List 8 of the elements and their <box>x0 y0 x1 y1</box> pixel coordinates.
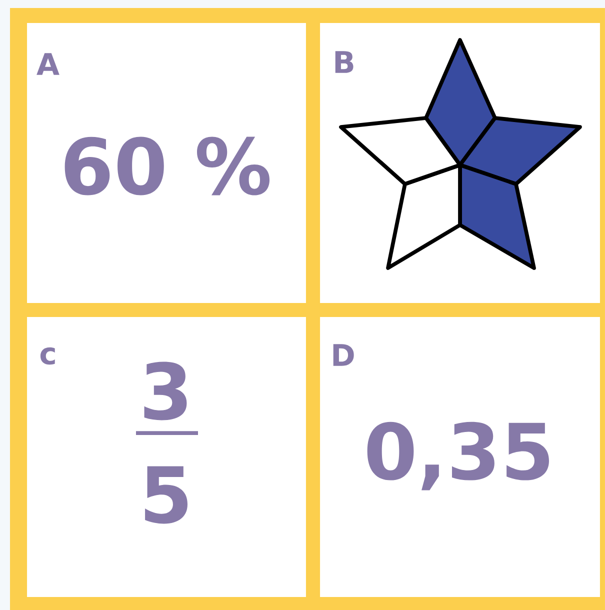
value-text: 60 % <box>64 136 270 196</box>
cell-letter: D <box>333 344 354 366</box>
cell-letter: c <box>40 347 55 365</box>
value-text: 5 <box>145 466 188 524</box>
value-text: 3 <box>144 362 187 420</box>
value-text: 0,35 <box>367 422 549 490</box>
cell-letter: A <box>36 53 60 75</box>
cell-letter: B <box>335 51 354 73</box>
